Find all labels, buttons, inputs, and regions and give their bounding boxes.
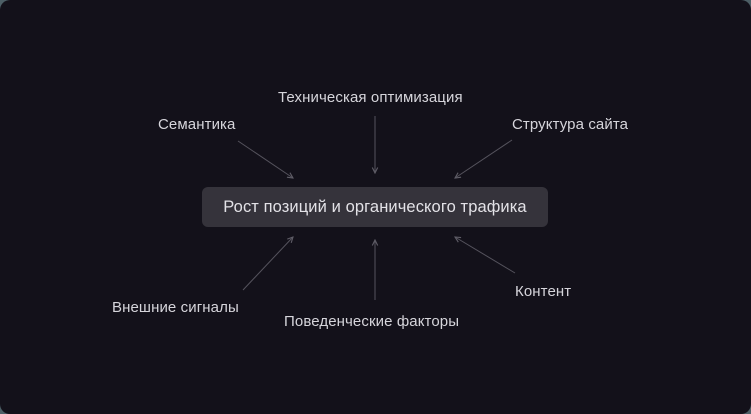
factor-site-structure: Структура сайта (512, 116, 629, 133)
arrow-external (242, 237, 293, 291)
arrow-structure (455, 139, 513, 178)
factor-content: Контент (515, 283, 572, 300)
center-node-label: Рост позиций и органического трафика (223, 198, 527, 216)
factor-technical-optimization: Техническая оптимизация (278, 89, 463, 106)
factor-behavioral-factors: Поведенческие факторы (284, 313, 460, 330)
factor-external-signals: Внешние сигналы (112, 299, 239, 316)
arrow-semantics (237, 140, 293, 178)
factor-semantics: Семантика (158, 116, 236, 133)
center-node: Рост позиций и органического трафика (202, 187, 548, 227)
arrow-content (455, 237, 516, 274)
